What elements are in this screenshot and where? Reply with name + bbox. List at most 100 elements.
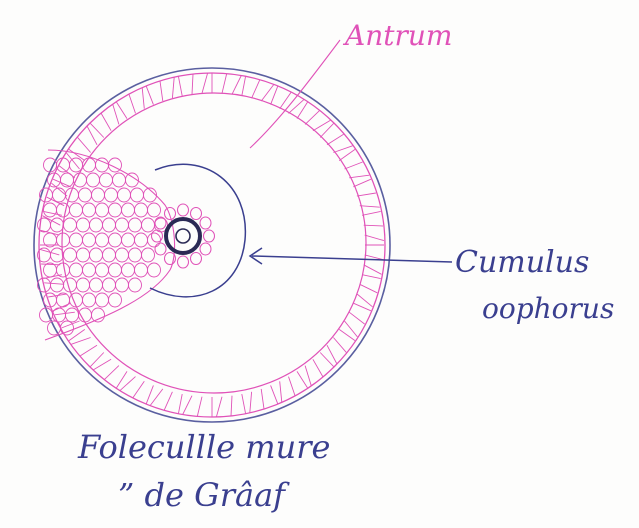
caption-line2: ” de Grâaf bbox=[118, 476, 290, 514]
corona-cell bbox=[191, 253, 202, 265]
granulosa-cell-wall bbox=[72, 338, 91, 345]
granulosa-cell-wall bbox=[305, 366, 311, 386]
granulosa-cell-wall bbox=[280, 381, 282, 402]
cumulus-cell bbox=[77, 218, 90, 232]
granulosa-cell-wall bbox=[297, 371, 308, 388]
cumulus-cell bbox=[92, 188, 105, 202]
corona-cell bbox=[200, 217, 211, 229]
granulosa-cell-wall bbox=[242, 394, 246, 414]
cumulus-cell bbox=[66, 308, 79, 322]
cumulus-cell bbox=[109, 293, 122, 307]
cumulus-cell bbox=[129, 218, 142, 232]
cumulus-cell bbox=[113, 173, 126, 187]
cumulus-label-line1: Cumulus bbox=[455, 245, 589, 280]
corona-cell bbox=[191, 208, 202, 220]
granulosa-cell-wall bbox=[353, 179, 371, 187]
granulosa-cell-wall bbox=[44, 283, 64, 285]
caption-line1: Folecullle mure bbox=[77, 428, 330, 466]
granulosa-cell-wall bbox=[360, 284, 377, 293]
granulosa-cell-wall bbox=[116, 102, 127, 119]
granulosa-cell-wall bbox=[280, 92, 291, 108]
cumulus-cell bbox=[135, 233, 148, 247]
cumulus-cell bbox=[57, 293, 70, 307]
cumulus-cell bbox=[77, 248, 90, 262]
granulosa-cell-wall bbox=[364, 225, 383, 226]
cumulus-cell bbox=[64, 218, 77, 232]
cumulus-cell bbox=[109, 263, 122, 277]
granulosa-cell-wall bbox=[146, 86, 153, 105]
cumulus-cell bbox=[109, 203, 122, 217]
granulosa-cell-wall bbox=[360, 206, 380, 208]
granulosa-cell-wall bbox=[216, 397, 222, 417]
cumulus-cell bbox=[122, 263, 135, 277]
cumulus-cell bbox=[90, 278, 103, 292]
cumulus-cell bbox=[92, 308, 105, 322]
cumulus-cell bbox=[44, 203, 57, 217]
granulosa-cell-wall bbox=[232, 76, 241, 95]
oocyte-zona bbox=[166, 219, 200, 253]
granulosa-outer-line bbox=[39, 73, 385, 417]
granulosa-cell-wall bbox=[43, 211, 62, 215]
cumulus-cell bbox=[129, 278, 142, 292]
granulosa-cell-wall bbox=[349, 312, 365, 324]
corona-cell bbox=[165, 208, 176, 220]
cumulus-cell bbox=[96, 263, 109, 277]
granulosa-cell-wall bbox=[178, 394, 182, 414]
corona-cell bbox=[200, 243, 211, 255]
granulosa-cell-wall bbox=[353, 303, 371, 311]
cumulus-cell bbox=[96, 293, 109, 307]
corona-cell bbox=[155, 217, 166, 229]
cumulus-cell bbox=[148, 203, 161, 217]
granulosa-cell-wall bbox=[333, 338, 346, 353]
cumulus-cell bbox=[70, 203, 83, 217]
granulosa-cell-wall bbox=[53, 179, 71, 187]
granulosa-cell-wall bbox=[113, 105, 119, 125]
cumulus-cell bbox=[148, 233, 161, 247]
granulosa-cell-wall bbox=[250, 392, 252, 413]
granulosa-cell-wall bbox=[150, 389, 163, 406]
cumulus-cell bbox=[118, 188, 131, 202]
granulosa-cell-wall bbox=[101, 113, 111, 130]
cumulus-cell-mass bbox=[38, 150, 175, 340]
cumulus-cell bbox=[148, 263, 161, 277]
corona-cell bbox=[152, 230, 163, 242]
granulosa-cell-wall bbox=[142, 88, 144, 109]
cumulus-cell bbox=[135, 263, 148, 277]
granulosa-cell-wall bbox=[105, 366, 119, 380]
granulosa-cell-wall bbox=[69, 329, 85, 340]
cumulus-cell bbox=[87, 173, 100, 187]
cumulus-cell bbox=[109, 233, 122, 247]
corona-cell bbox=[204, 230, 215, 242]
cumulus-cell bbox=[90, 218, 103, 232]
cumulus-cell bbox=[116, 278, 129, 292]
cumulus-cell bbox=[57, 263, 70, 277]
granulosa-cell-wall bbox=[192, 74, 193, 94]
cumulus-cell bbox=[122, 203, 135, 217]
antrum-label: Antrum bbox=[342, 19, 452, 52]
cumulus-cell bbox=[103, 248, 116, 262]
cumulus-cell bbox=[83, 203, 96, 217]
cumulus-cell bbox=[131, 188, 144, 202]
cumulus-label-line2: oophorus bbox=[482, 292, 614, 325]
granulosa-cell-wall bbox=[339, 149, 355, 160]
cumulus-cell bbox=[142, 248, 155, 262]
cumulus-cell bbox=[96, 158, 109, 172]
granulosa-cell-wall bbox=[305, 111, 319, 125]
cumulus-cell bbox=[116, 218, 129, 232]
cumulus-cell bbox=[129, 248, 142, 262]
granulosa-cell-wall bbox=[289, 377, 296, 396]
granulosa-cell-wall bbox=[129, 94, 136, 113]
cumulus-cell bbox=[103, 218, 116, 232]
cumulus-cell bbox=[116, 248, 129, 262]
granulosa-cell-wall bbox=[80, 345, 97, 356]
cumulus-cell bbox=[135, 203, 148, 217]
cumulus-cell bbox=[57, 233, 70, 247]
cumulus-cell bbox=[53, 188, 66, 202]
granulosa-cell-wall bbox=[164, 392, 172, 410]
cumulus-cell bbox=[38, 218, 51, 232]
corona-radiata bbox=[152, 204, 215, 268]
granulosa-cell-wall bbox=[349, 175, 369, 178]
granulosa-cell-wall bbox=[261, 389, 264, 409]
cumulus-arrow-line bbox=[252, 256, 452, 262]
